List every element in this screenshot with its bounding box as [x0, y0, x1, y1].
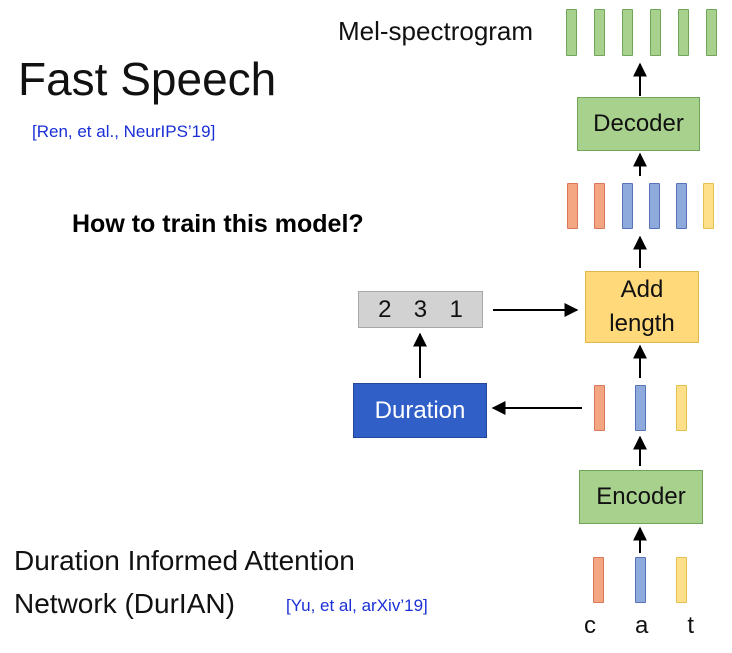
mel-frame-bar — [594, 9, 605, 56]
input-embedding-bar — [635, 557, 646, 603]
add-length-label-line2: length — [609, 310, 675, 337]
mel-frame-bar — [622, 9, 633, 56]
mel-frame-bar — [678, 9, 689, 56]
add-length-box: Add length — [585, 271, 699, 343]
input-char: c — [584, 612, 596, 639]
decoder-box: Decoder — [577, 97, 700, 151]
input-characters: c a t — [584, 612, 694, 640]
expanded-frame-bar — [622, 183, 633, 229]
input-char: t — [687, 612, 694, 639]
expanded-frame-bar — [649, 183, 660, 229]
duration-value: 2 — [378, 295, 392, 323]
durian-title-line1: Duration Informed Attention — [14, 545, 355, 576]
expanded-frame-bar — [703, 183, 714, 229]
expanded-frame-bar — [676, 183, 687, 229]
fastspeech-citation: [Ren, et al., NeurIPS’19] — [32, 122, 216, 141]
input-char: a — [634, 612, 649, 639]
mel-frame-bar — [706, 9, 717, 56]
expanded-frame-bar — [594, 183, 605, 229]
mel-spectrogram-label: Mel-spectrogram — [338, 16, 534, 46]
encoder-output-bar — [635, 385, 646, 431]
duration-value: 1 — [449, 295, 463, 323]
add-length-label-line1: Add — [620, 276, 664, 303]
mel-frame-bar — [566, 9, 577, 56]
slide-title: Fast Speech — [18, 53, 277, 105]
durian-title-line2: Network (DurIAN) — [14, 588, 235, 619]
input-embedding-bar — [593, 557, 604, 603]
mel-frame-bar — [650, 9, 661, 56]
encoder-output-bar — [676, 385, 687, 431]
input-embedding-bar — [676, 557, 687, 603]
duration-values-box: 2 3 1 — [358, 291, 483, 328]
expanded-frame-bar — [567, 183, 578, 229]
encoder-box: Encoder — [579, 470, 703, 524]
duration-predictor-box: Duration — [353, 383, 487, 438]
question-text: How to train this model? — [72, 210, 364, 238]
durian-citation: [Yu, et al, arXiv’19] — [286, 596, 428, 615]
encoder-output-bar — [594, 385, 605, 431]
duration-value: 3 — [413, 295, 428, 323]
